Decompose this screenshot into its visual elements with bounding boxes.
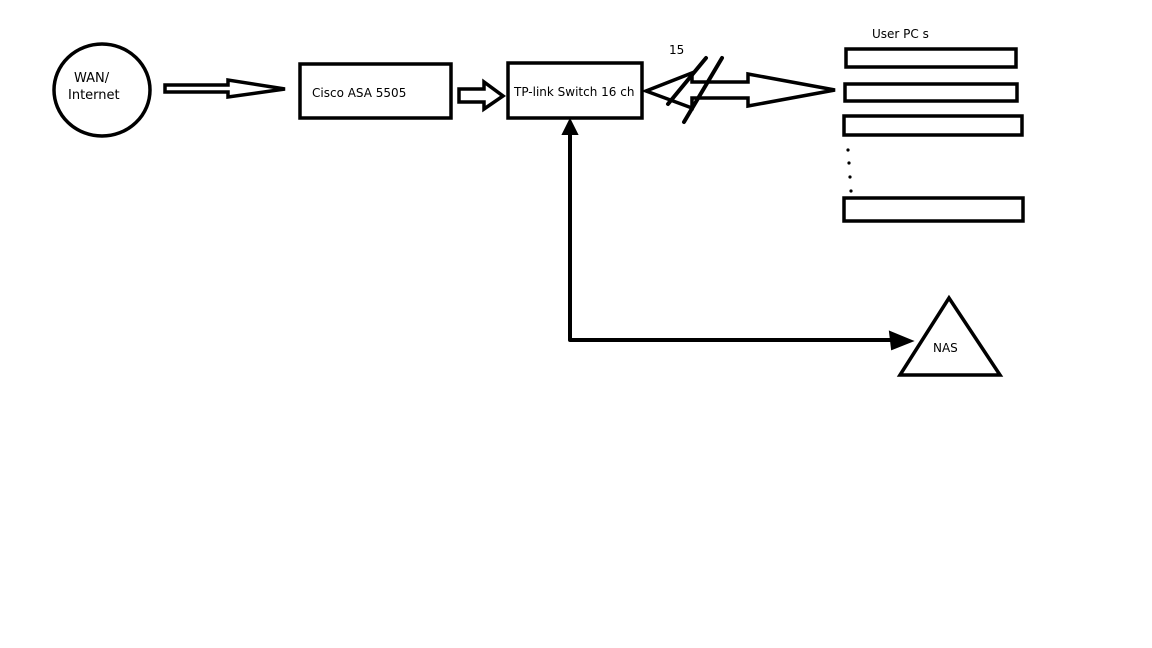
ellipsis-dot: [848, 175, 852, 179]
link-count-label: 15: [669, 43, 684, 57]
ellipsis-dot: [846, 148, 850, 152]
user-pc-box: [842, 114, 1024, 137]
user-pcs-group: User PC s: [842, 27, 1025, 223]
firewall-node: Cisco ASA 5505: [298, 62, 453, 120]
switch-nas-connector: [561, 117, 915, 351]
wan-label-line2: Internet: [68, 88, 120, 103]
wan-label-line1: WAN/: [74, 71, 110, 86]
switch-arrowhead: [561, 117, 579, 135]
switch-nas-line: [568, 124, 902, 342]
nas-triangle: [896, 294, 1004, 377]
switch-pcs-double-arrow: [641, 70, 836, 111]
switch-label: TP-link Switch 16 ch: [513, 85, 634, 99]
ellipsis-dot: [849, 189, 853, 193]
link-hatch-1: [666, 56, 708, 106]
wan-circle: [52, 42, 152, 138]
link-hatch-2: [682, 56, 724, 124]
ellipsis-dot: [847, 161, 851, 165]
nas-label: NAS: [933, 341, 958, 355]
firewall-box: [298, 62, 453, 120]
user-pcs-label: User PC s: [872, 27, 929, 41]
nas-arrowhead: [888, 330, 915, 351]
wan-node: WAN/ Internet: [52, 42, 152, 138]
switch-node: TP-link Switch 16 ch: [506, 61, 644, 120]
firewall-to-switch-arrow: [457, 78, 507, 113]
firewall-label: Cisco ASA 5505: [312, 86, 406, 100]
switch-box: [506, 61, 644, 120]
user-pc-box: [844, 47, 1018, 69]
user-pc-box: [842, 196, 1025, 223]
user-pc-box: [843, 82, 1019, 103]
nas-node: NAS: [896, 294, 1004, 377]
wan-to-firewall-arrow: [163, 77, 286, 100]
